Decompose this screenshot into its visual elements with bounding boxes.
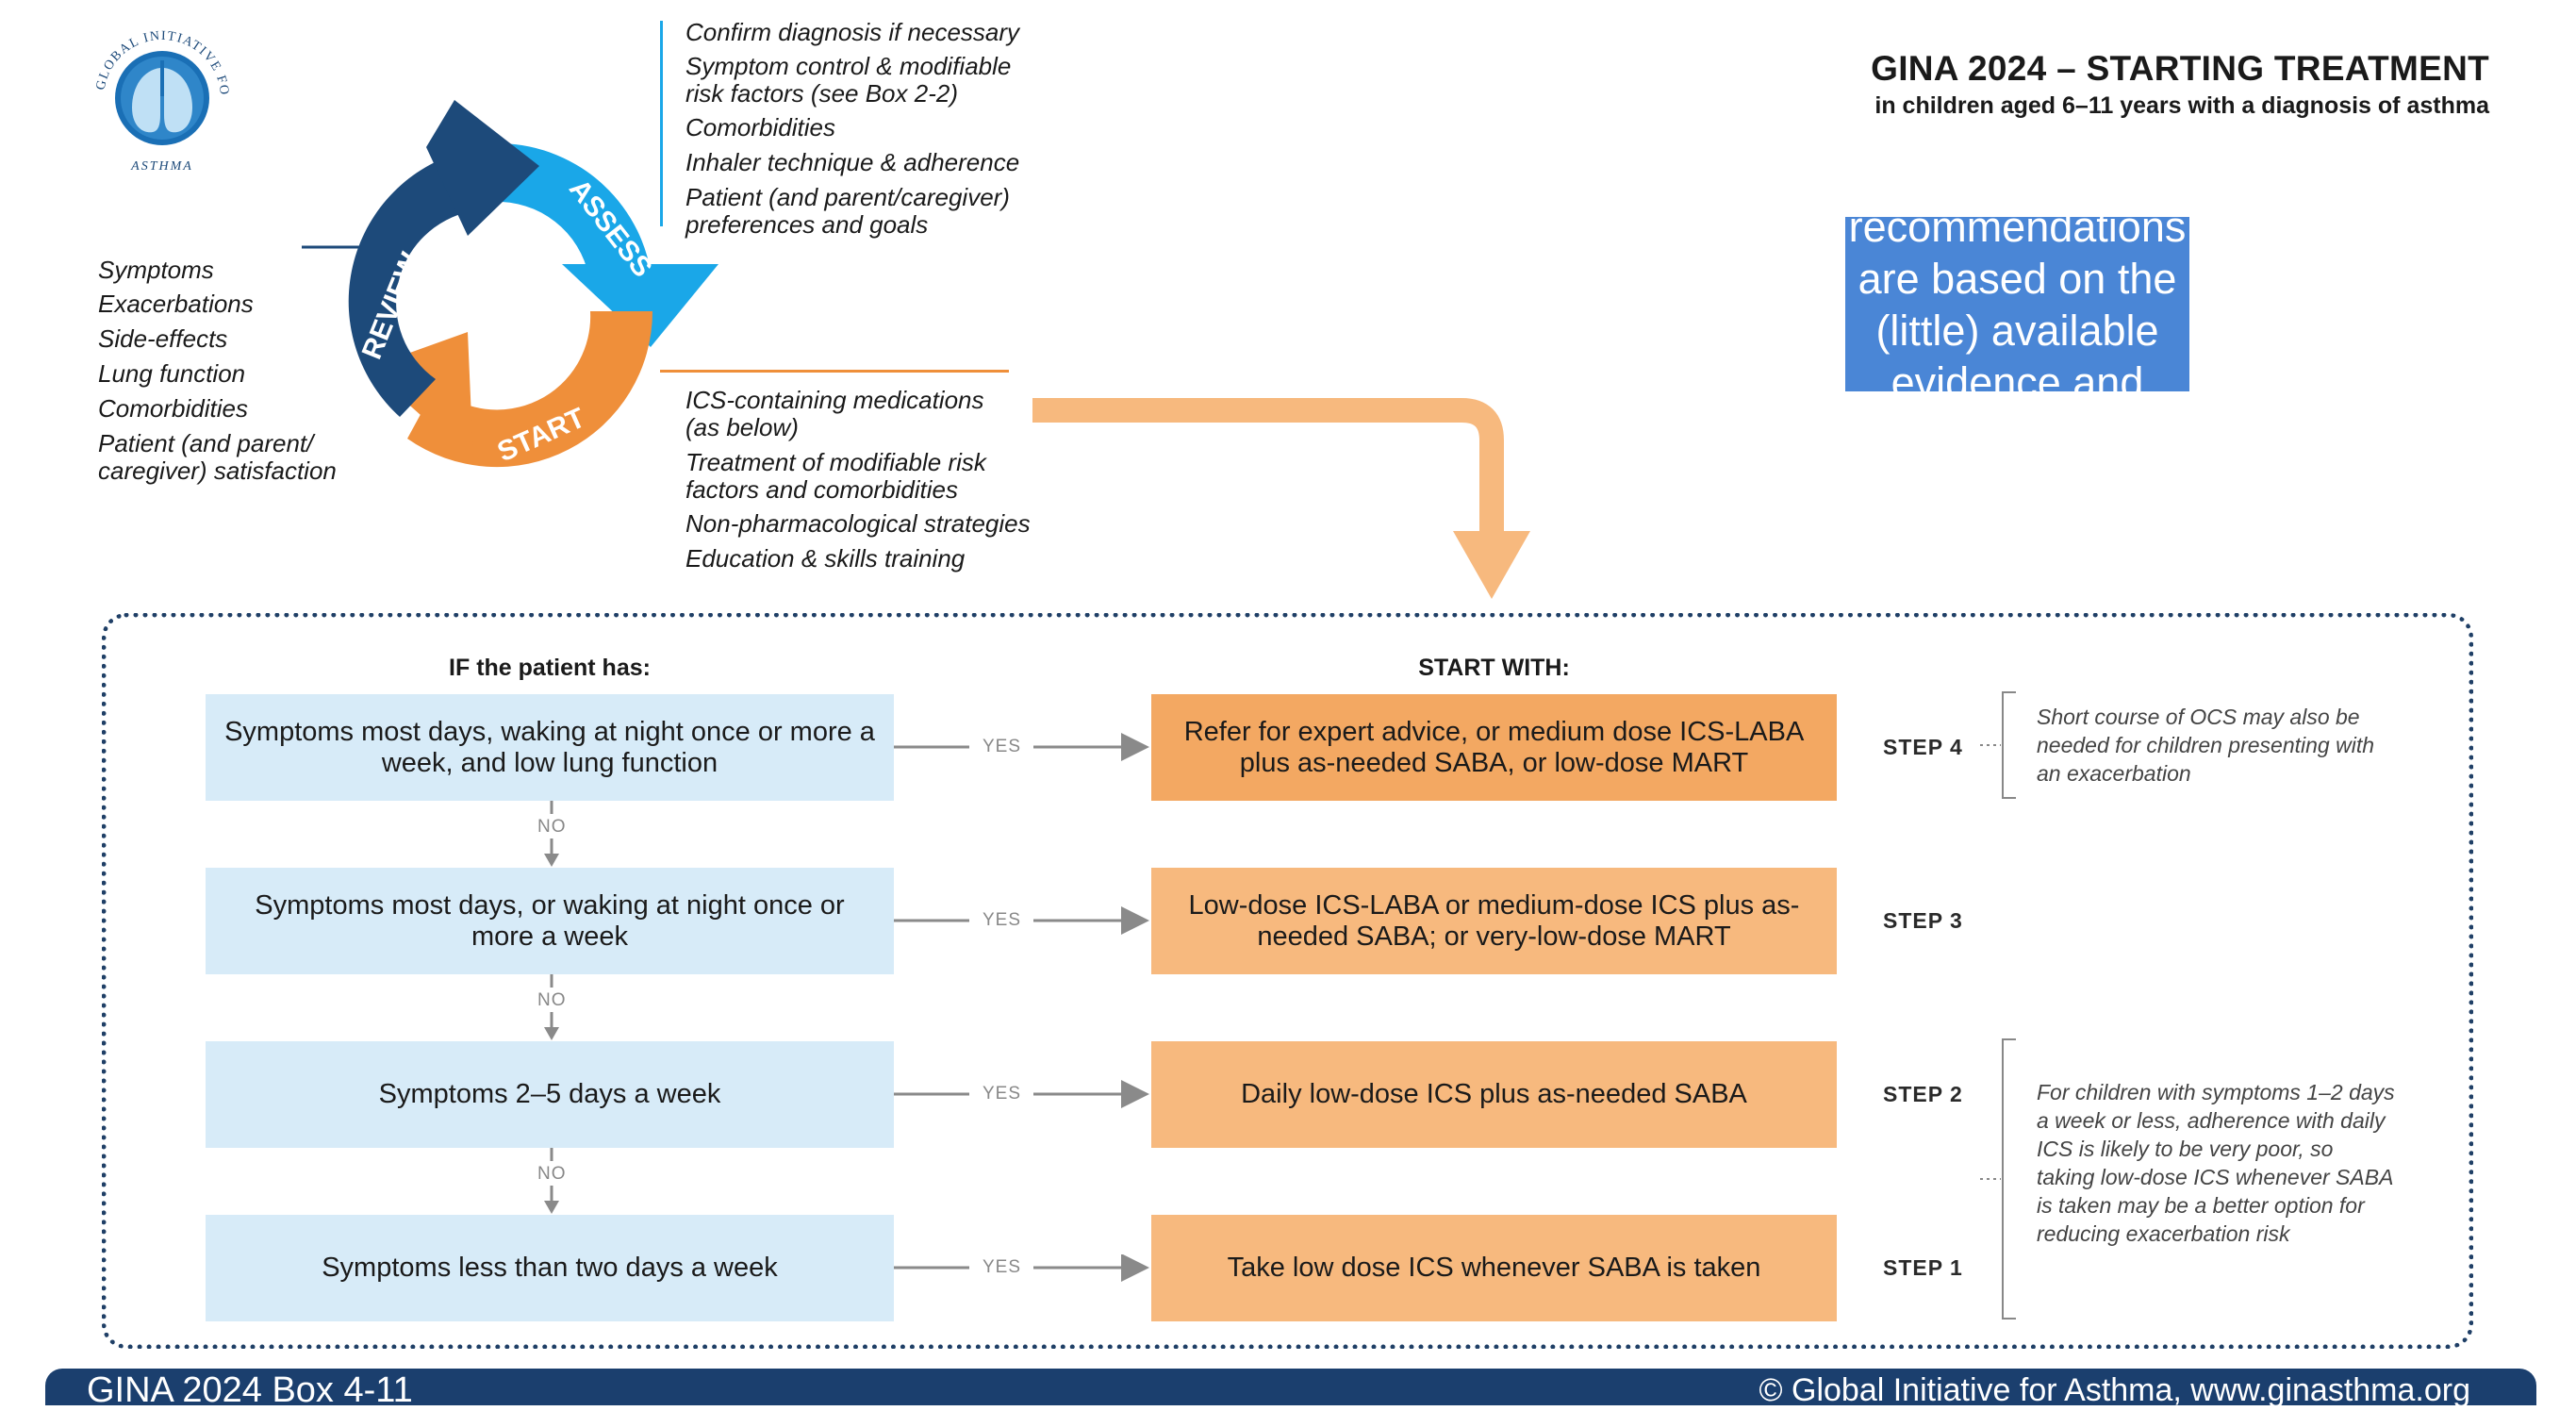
- start-to-flow-arrow: [1032, 398, 1530, 599]
- assess-arc: [502, 143, 652, 285]
- condition-step2: Symptoms 2–5 days a week: [206, 1041, 894, 1148]
- review-item: Side-effects: [98, 324, 228, 353]
- assess-item: Symptom control & modifiable risk factor…: [685, 52, 1012, 108]
- no-connectors: [544, 801, 559, 1214]
- recommendation-step4: Refer for expert advice, or medium dose …: [1151, 694, 1837, 801]
- yes-label: YES: [983, 910, 1022, 930]
- review-arrowhead: [426, 100, 539, 236]
- step2-label: STEP 2: [1883, 1082, 1963, 1106]
- yes-label: YES: [983, 1257, 1022, 1277]
- condition-step1: Symptoms less than two days a week: [206, 1215, 894, 1321]
- start-item: Non-pharmacological strategies: [685, 509, 1031, 538]
- logo-bottom-text: ASTHMA: [130, 159, 193, 174]
- yes-connectors: [894, 733, 1149, 1108]
- note-children-low-symptoms: For children with symptoms 1–2 days a we…: [2037, 1080, 2395, 1246]
- start-with-header: START WITH:: [1418, 655, 1570, 681]
- review-item: Comorbidities: [98, 394, 248, 423]
- start-divider: [660, 370, 1009, 373]
- condition-step3: Symptoms most days, or waking at night o…: [206, 868, 894, 974]
- no-label: NO: [537, 990, 567, 1010]
- yes-connector-row4: [894, 1254, 1149, 1282]
- assess-item: Comorbidities: [685, 113, 835, 141]
- recommendation-step2: Daily low-dose ICS plus as-needed SABA: [1151, 1041, 1837, 1148]
- assess-item: Patient (and parent/caregiver) preferenc…: [685, 183, 1010, 239]
- review-item: Lung function: [98, 359, 246, 388]
- review-arc: [348, 155, 471, 417]
- if-patient-header: IF the patient has:: [449, 655, 651, 681]
- evidence-callout: These recommendations are based on the (…: [1845, 151, 2189, 458]
- yes-label: YES: [983, 737, 1022, 756]
- recommendation-step1: Take low dose ICS whenever SABA is taken: [1151, 1215, 1837, 1321]
- page-subtitle: in children aged 6–11 years with a diagn…: [1874, 92, 2489, 119]
- yes-label: YES: [983, 1084, 1022, 1104]
- footer-bar: GINA 2024 Box 4-11 © Global Initiative f…: [45, 1369, 2536, 1410]
- review-item: Exacerbations: [98, 290, 254, 318]
- assess-item: Confirm diagnosis if necessary: [685, 18, 1020, 46]
- step4-label: STEP 4: [1883, 735, 1963, 759]
- step3-label: STEP 3: [1883, 908, 1963, 933]
- step1-label: STEP 1: [1883, 1255, 1963, 1280]
- flow-panel: [102, 613, 2473, 1349]
- review-item: Patient (and parent/ caregiver) satisfac…: [98, 429, 337, 485]
- start-item: Education & skills training: [685, 544, 966, 573]
- assess-divider: [660, 21, 663, 226]
- no-label: NO: [537, 817, 567, 837]
- review-item: Symptoms: [98, 256, 214, 284]
- start-item: ICS-containing medications (as below): [685, 386, 984, 441]
- note-brackets: [1980, 691, 2016, 1320]
- gina-logo: GLOBAL INITIATIVE FOR ASTHMA: [82, 10, 238, 176]
- note-ocs: Short course of OCS may also be needed f…: [2037, 705, 2375, 786]
- page-title: GINA 2024 – STARTING TREATMENT: [1871, 49, 2489, 88]
- assess-item: Inhaler technique & adherence: [685, 148, 1020, 176]
- no-label: NO: [537, 1164, 567, 1184]
- start-item: Treatment of modifiable risk factors and…: [685, 448, 986, 504]
- assess-arrowhead: [562, 264, 718, 347]
- footer-copyright: © Global Initiative for Asthma, www.gina…: [1759, 1372, 2471, 1408]
- assess-review-start-cycle: ASSESS REVIEW START: [302, 100, 718, 468]
- footer-box-label: GINA 2024 Box 4-11: [87, 1370, 413, 1410]
- condition-step4: Symptoms most days, waking at night once…: [206, 694, 894, 801]
- recommendation-step3: Low-dose ICS-LABA or medium-dose ICS plu…: [1151, 868, 1837, 974]
